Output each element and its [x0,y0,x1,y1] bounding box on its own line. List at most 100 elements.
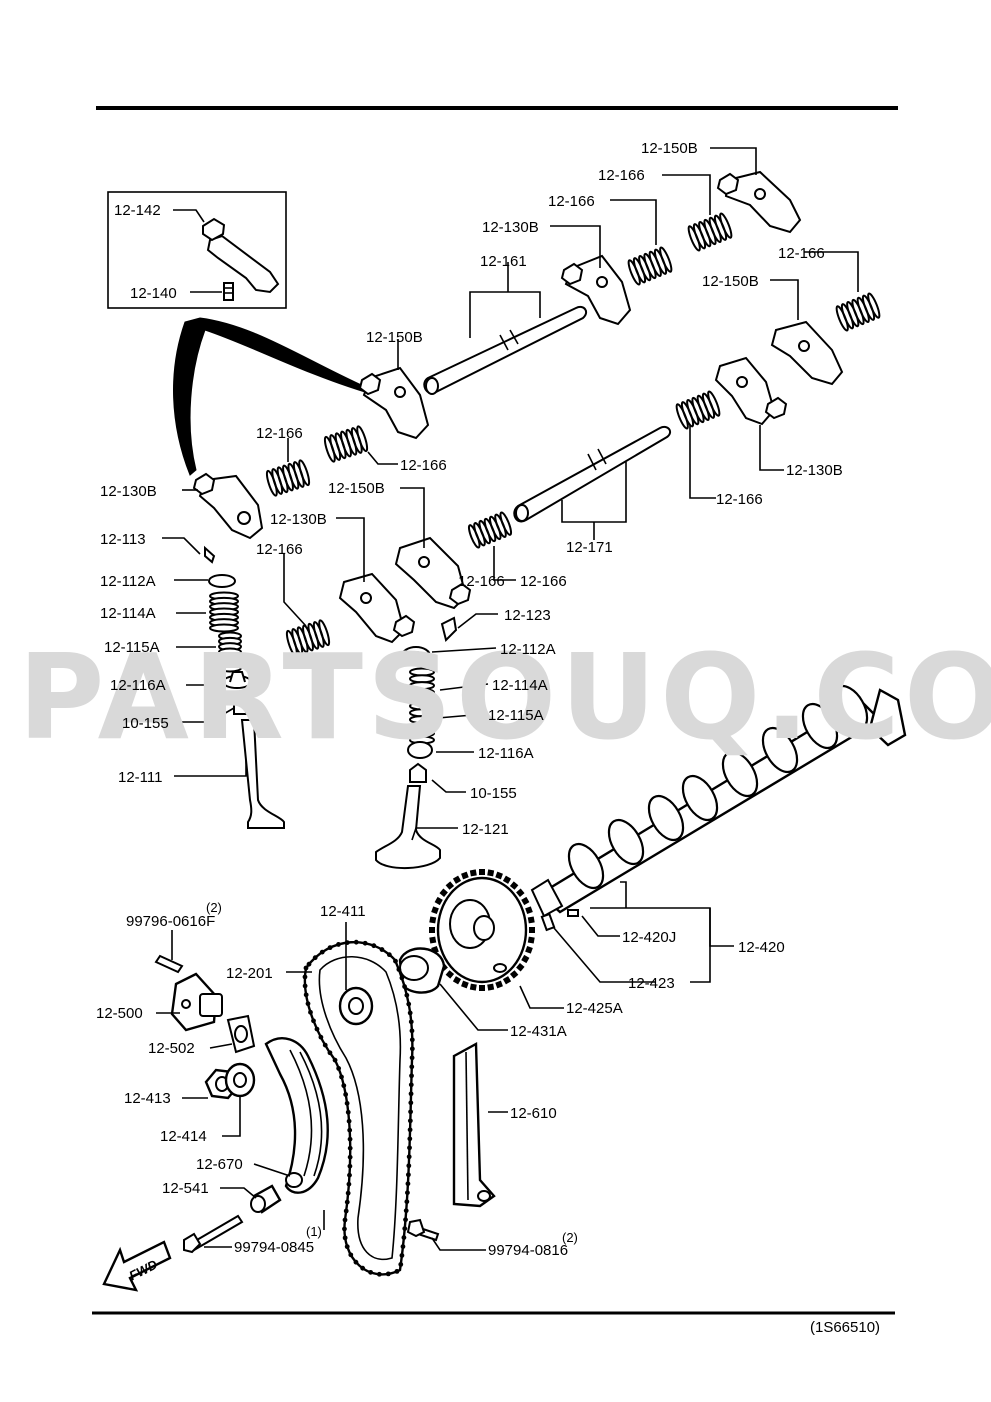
cam-lobe [647,794,685,842]
cam-lobe [567,842,605,890]
coil-spring [675,390,721,430]
callout-12-201: 12-201 [226,965,273,982]
callout-10-155-mid: 10-155 [470,785,517,802]
callout-12-166-h: 12-166 [520,573,567,590]
cam-lobe [607,818,645,866]
callout-12-116a-left: 12-116A [110,677,166,694]
rocker-arm-far-left [192,472,264,540]
callout-12-166-c: 12-166 [778,245,825,262]
callout-10-155-left: 10-155 [122,715,169,732]
timing-chain [302,939,415,1277]
cam-lobe [721,750,759,798]
rocker-arm-right-mid [770,320,844,386]
lower-rocker-shaft [513,426,671,523]
rocker-arm-lower-left [338,572,416,644]
upper-rocker-shaft [423,306,587,395]
sprocket-spacer [398,947,446,994]
qty-99796-0616f: (2) [206,900,222,915]
callout-12-142: 12-142 [114,202,161,219]
callout-12-113: 12-113 [100,531,146,548]
callout-12-150b-mid: 12-150B [328,480,385,497]
callout-12-121: 12-121 [462,821,509,838]
callout-12-166-i: 12-166 [458,573,505,590]
callout-12-111: 12-111 [118,769,162,786]
callout-12-123: 12-123 [504,607,551,624]
valve-spring-outer-left [209,591,239,633]
callout-12-413: 12-413 [124,1090,171,1107]
callout-99794-0816: 99794-0816 [488,1242,568,1259]
callout-12-420j: 12-420J [622,929,676,946]
inset-rocker-arm [202,217,280,294]
washer-12-414 [224,1062,256,1098]
callout-12-610: 12-610 [510,1105,557,1122]
callout-12-670: 12-670 [196,1156,243,1173]
tensioner-gasket [226,1014,256,1054]
inset-adjust-screw [223,282,234,301]
coil-spring [627,246,673,286]
callout-12-166-d: 12-166 [256,425,303,442]
fwd-arrow: FWD [102,1240,172,1292]
callout-12-130b-mid: 12-130B [270,511,327,528]
callout-12-171: 12-171 [566,539,613,556]
coil-spring [323,425,369,463]
callout-12-423: 12-423 [628,975,675,992]
callout-12-114a-mid: 12-114A [492,677,548,694]
camshaft-sprocket [429,869,535,991]
coil-spring [285,619,331,657]
bolt-99794-0845 [183,1214,244,1254]
rocker-springs [265,212,881,657]
callout-12-411: 12-411 [320,903,366,920]
callout-12-166-b: 12-166 [548,193,595,210]
camshaft [530,684,907,932]
valve-spring-inner-left [218,631,242,673]
intake-valve-assembly [375,616,458,870]
callout-12-140: 12-140 [130,285,177,302]
chain-tensioner [170,972,223,1032]
callout-12-502: 12-502 [148,1040,195,1057]
coil-spring [835,292,881,332]
qty-99794-0816: (2) [562,1230,578,1245]
callout-12-115a-mid: 12-115A [488,707,544,724]
callout-12-150b-right: 12-150B [702,273,759,290]
cam-lobe [831,684,869,732]
cam-lobe [801,702,839,750]
callout-12-420: 12-420 [738,939,785,956]
callout-12-166-a: 12-166 [598,167,645,184]
callout-labels: 12-142 12-140 12-150B 12-166 12-166 12-1… [96,140,843,1259]
rocker-arm-lower-mid [394,536,472,610]
callout-12-166-f: 12-166 [256,541,303,558]
callout-12-130b-right: 12-130B [786,462,843,479]
callout-12-116a-mid: 12-116A [478,745,534,762]
rocker-arm-upper-left [358,366,430,440]
exhaust-valve-assembly [204,545,285,829]
callout-12-541: 12-541 [162,1180,209,1197]
cam-lobes [567,684,869,890]
coil-spring [265,459,311,497]
valve-spring-mid [409,667,435,745]
callout-12-431a: 12-431A [510,1023,567,1040]
cam-lobe [761,726,799,774]
coil-spring [467,511,513,549]
callout-12-161: 12-161 [480,253,527,270]
chain-tensioner-arm [264,1037,329,1194]
callout-12-150b-left: 12-150B [366,329,423,346]
callout-12-150b-upper: 12-150B [641,140,698,157]
inset-connector-arc [173,317,369,476]
qty-99794-0845: (1) [306,1224,322,1239]
leader-lines [156,147,859,1251]
callout-12-130b-upper: 12-130B [482,219,539,236]
callout-12-112a-left: 12-112A [100,573,156,590]
callout-12-425a: 12-425A [566,1000,623,1017]
inset-detail [107,191,287,309]
cam-lobe [681,774,719,822]
callout-99794-0845: 99794-0845 [234,1239,314,1256]
rocker-arm-upper-mid [560,254,632,326]
figure-code: (1S66510) [810,1319,880,1336]
callout-12-115a-left: 12-115A [104,639,160,656]
callout-12-414: 12-414 [160,1128,207,1145]
callout-12-500: 12-500 [96,1005,143,1022]
callout-12-166-g: 12-166 [716,491,763,508]
rocker-arm-upper-right [716,170,802,234]
chain-guide-12-610 [452,1042,496,1208]
